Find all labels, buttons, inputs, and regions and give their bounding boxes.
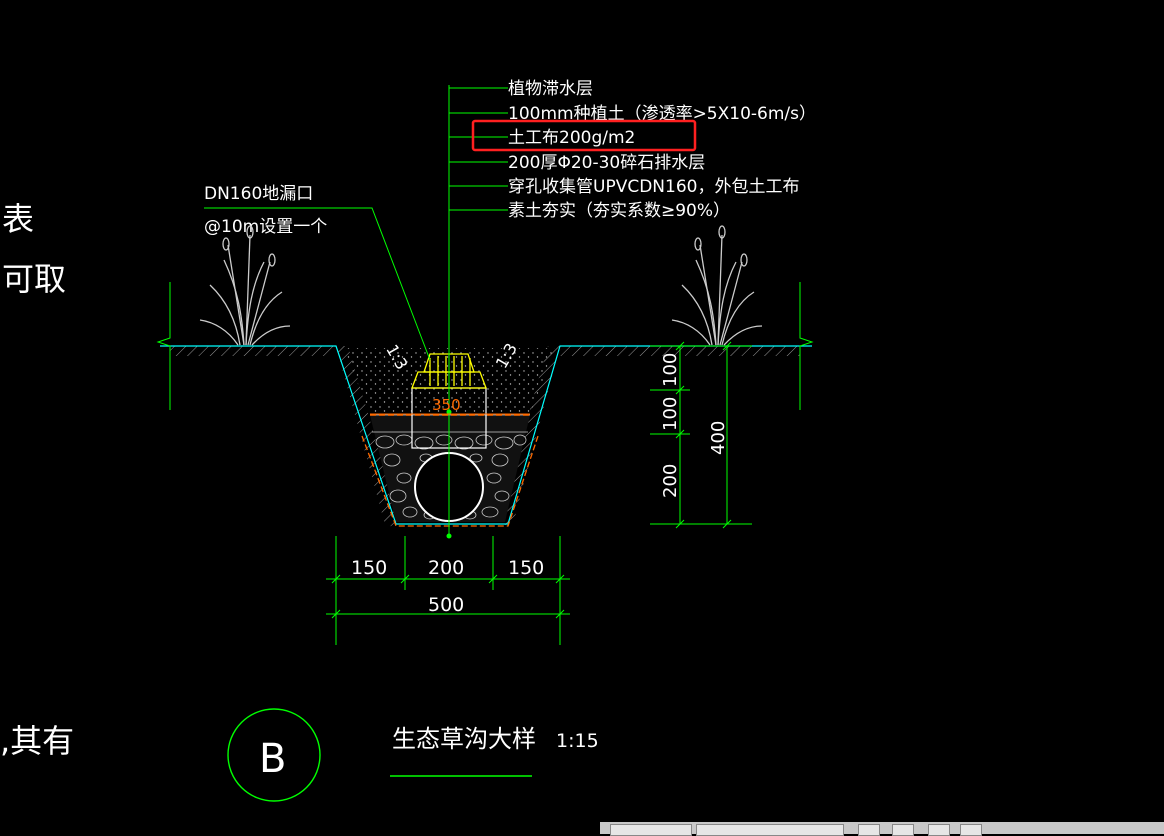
ground-hatch-left <box>170 346 336 356</box>
break-right <box>799 282 814 410</box>
status-button-6[interactable] <box>960 824 982 836</box>
drain-label-1: DN160地漏口 <box>204 184 313 204</box>
left-fragment-1: 表 <box>2 200 34 238</box>
leader-dot <box>446 409 452 415</box>
drain-label-2: @10m设置一个 <box>204 217 327 237</box>
break-left <box>156 282 171 410</box>
ground-line <box>160 345 812 525</box>
trench-hatch-left <box>336 346 400 528</box>
dim-right-2: 100 <box>660 397 681 431</box>
leader-dot-bottom <box>446 533 452 539</box>
callout-layer-2: 100mm种植土（渗透率>5X10-6m/s） <box>508 104 816 124</box>
highlight-box <box>471 119 697 152</box>
status-button-1[interactable] <box>610 824 692 836</box>
status-button-3[interactable] <box>858 824 880 836</box>
detail-mark-circle <box>227 708 321 802</box>
detail-mark: B <box>259 736 286 782</box>
geotextile-side <box>361 435 539 527</box>
status-button-2[interactable] <box>696 824 844 836</box>
callout-ticks <box>449 87 508 211</box>
inner-width-label: 350 <box>432 396 461 414</box>
right-dims <box>650 341 752 529</box>
callout-layer-5: 穿孔收集管UPVCDN160，外包土工布 <box>508 177 799 197</box>
dim-right-total: 400 <box>708 421 729 455</box>
left-fragment-3: ,其有 <box>0 722 74 760</box>
dim-right-3: 200 <box>660 464 681 498</box>
left-fragment-2: 可取 <box>2 260 66 298</box>
status-button-4[interactable] <box>892 824 914 836</box>
plant-right <box>671 225 763 346</box>
callout-layer-3: 土工布200g/m2 <box>508 128 635 148</box>
callout-layer-4: 200厚Φ20-30碎石排水层 <box>508 153 705 173</box>
status-bar <box>600 822 1164 836</box>
dim-total: 500 <box>428 594 464 616</box>
plant-left <box>199 225 291 346</box>
dim-bottom-3: 150 <box>508 557 544 579</box>
status-button-5[interactable] <box>928 824 950 836</box>
dim-bottom-1: 150 <box>351 557 387 579</box>
callout-layer-6: 素土夯实（夯实系数≥90%） <box>508 201 730 221</box>
callout-layer-1: 植物滞水层 <box>508 79 593 99</box>
bottom-dims <box>326 536 570 645</box>
drain-leader <box>204 207 431 361</box>
dim-bottom-2: 200 <box>428 557 464 579</box>
drain-grate <box>411 353 487 389</box>
detail-scale: 1:15 <box>556 730 599 752</box>
dim-right-1: 100 <box>660 353 681 387</box>
detail-title: 生态草沟大样 <box>392 725 536 753</box>
